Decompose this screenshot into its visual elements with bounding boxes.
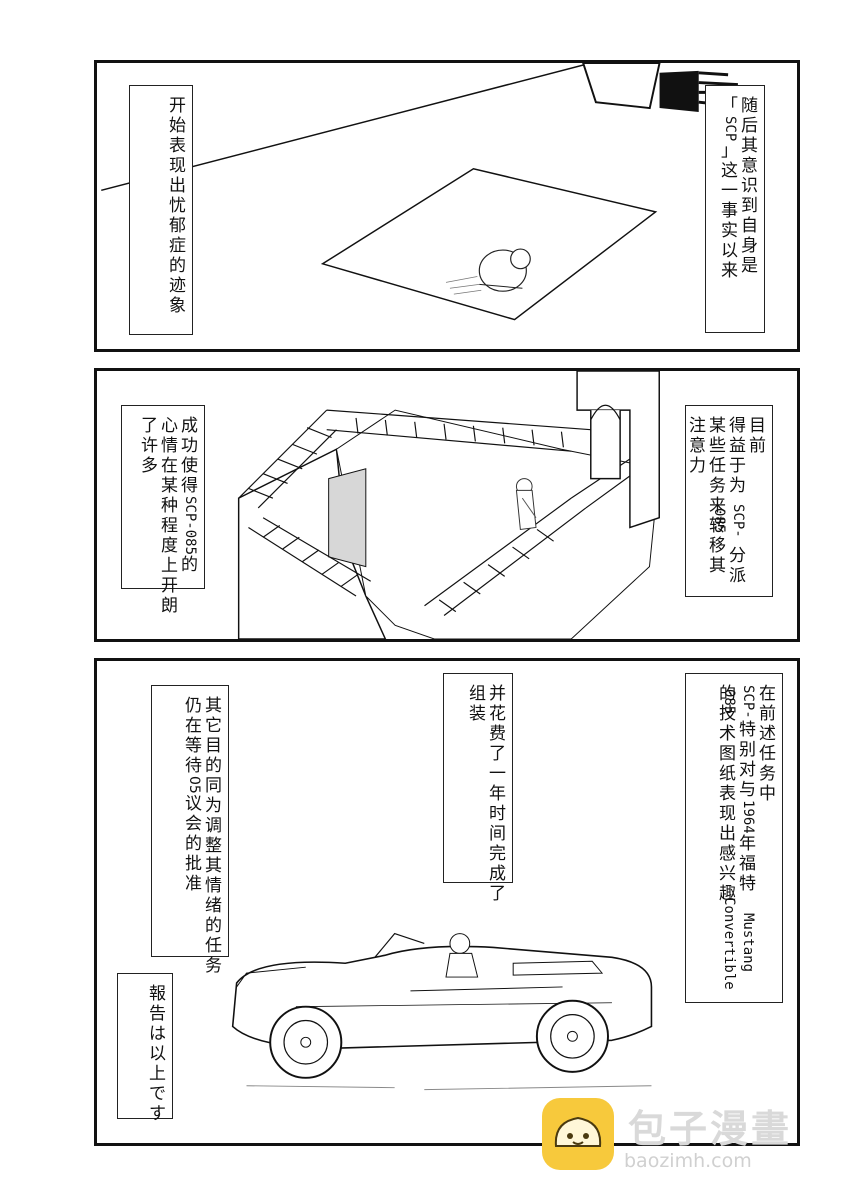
watermark-name: 包子漫畫 [628,1107,793,1151]
caption-column: 在前述任务中 [759,684,776,804]
caption-box-right: 随后其意识到自身是「SCP」这一事实以来 [705,85,765,333]
convertible-car [231,932,653,1091]
caption-column: 目前 [749,416,766,456]
panel-2-artwork [237,371,660,639]
caption-box-bottom: 報告は以上です [117,973,173,1124]
girl-figure [515,478,537,531]
panel-3-artwork [231,932,653,1091]
caption-column: 報告は以上です [149,984,166,1124]
caption-column: 心情在某种程度上开朗 [161,416,178,616]
panel-1-artwork [101,63,738,321]
panel-1: 随后其意识到自身是「SCP」这一事实以来 开始表现出忧郁症的迹象 [94,60,800,352]
caption-column: 其它目的同为调整其情绪的任务 [205,696,222,976]
caption-column: 随后其意识到自身是 [741,96,758,276]
watermark: 包子漫畫 baozimh.com [540,1092,840,1182]
caption-column: 「SCP」这一事实以来 [721,96,738,282]
caption-column: 开始表现出忧郁症的迹象 [169,96,186,316]
watermark-url: baozimh.com [624,1150,752,1172]
caption-box-left: 开始表现出忧郁症的迹象 [129,85,193,335]
caption-column: 的技术图纸表现出感兴趣 [719,684,736,904]
caption-column: 注意力 [689,416,706,476]
caption-box-middle: 并花费了一年时间完成了组装 [443,673,513,904]
bun-logo-icon [542,1098,614,1170]
caption-column: 组装 [469,684,486,724]
crouching-figure [445,248,531,295]
caption-column: 某些任务来转移其 [709,416,726,576]
caption-column: 并花费了一年时间完成了 [489,684,506,904]
caption-column: 了许多 [141,416,158,476]
